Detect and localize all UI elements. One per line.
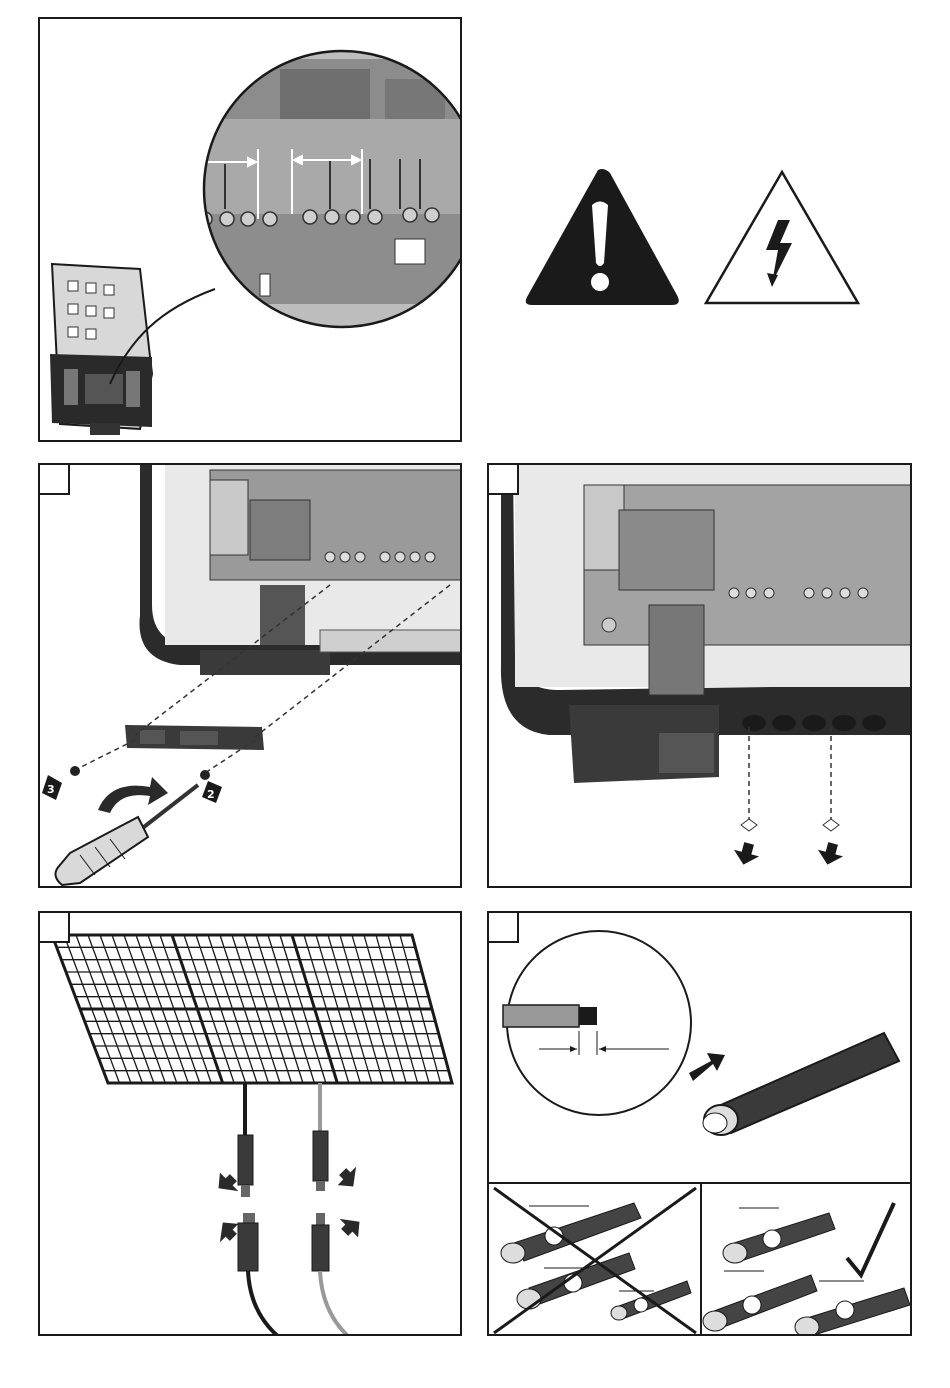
step-box (489, 465, 519, 495)
down-arrow-icon (335, 1210, 366, 1241)
insert-arrow-icon (689, 1053, 725, 1081)
cable-gray-lower (320, 1271, 350, 1336)
down-arrow-icon (815, 840, 846, 868)
step-box (40, 913, 70, 943)
magnified-terminals (190, 49, 462, 339)
correct-stripping-examples (703, 1208, 910, 1336)
general-warning-icon (526, 169, 679, 305)
svg-text:3: 3 (47, 783, 55, 796)
connector-male-black (238, 1135, 253, 1197)
up-arrow-icon (333, 1162, 364, 1193)
connector-male-gray (312, 1213, 329, 1271)
cable-black-lower (248, 1271, 280, 1336)
knockout-panel (487, 463, 912, 888)
connector-female-black (238, 1213, 258, 1271)
cover-plate (125, 725, 264, 750)
checkmark-icon (847, 1203, 894, 1275)
step-box (40, 465, 70, 495)
inverter-mount-drawing (50, 264, 152, 435)
knockout-illustration (489, 465, 912, 888)
connection-area-illustration (40, 19, 462, 442)
cable-stripping-illustration (489, 913, 912, 1336)
screw-marker-3: 3 (42, 775, 62, 800)
rotation-arrow-icon (98, 777, 168, 813)
step-box (489, 913, 519, 943)
cable-stripping-panel (487, 911, 912, 1336)
remove-cover-illustration: 3 2 (40, 465, 462, 888)
screw-marker-2: 2 (202, 781, 222, 803)
svg-text:2: 2 (207, 788, 215, 801)
remove-cover-panel: 3 2 (38, 463, 462, 888)
screwdriver-drawing (55, 785, 198, 885)
connector-female-gray (313, 1131, 328, 1191)
solar-module-panel (38, 911, 462, 1336)
electric-shock-warning-icon (706, 172, 858, 303)
down-arrow-icon (731, 840, 762, 868)
connection-area-panel (38, 17, 462, 442)
solar-module-illustration (40, 913, 462, 1336)
stripped-cable (703, 1033, 899, 1135)
warning-icons (520, 165, 865, 310)
